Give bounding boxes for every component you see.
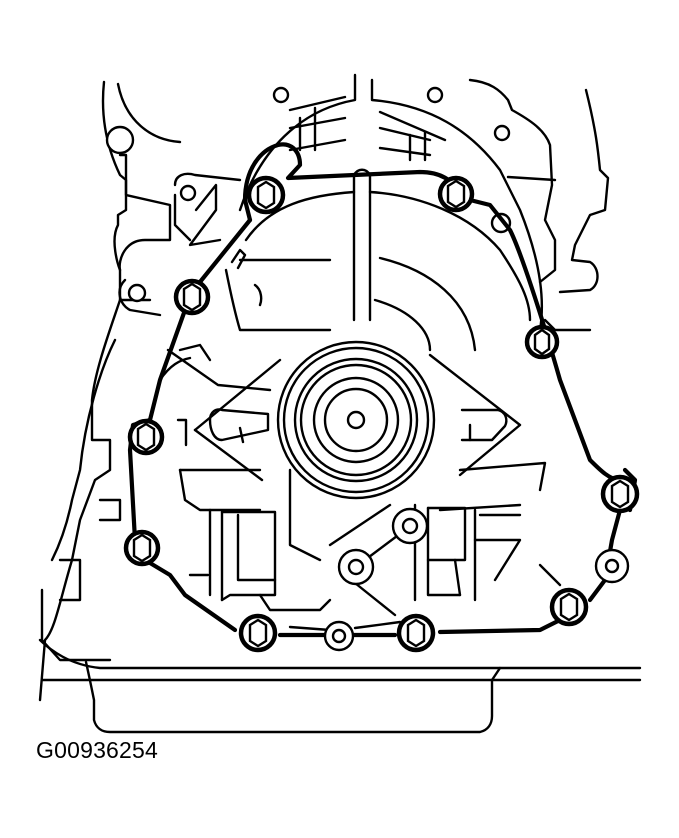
upper-housing <box>224 73 610 352</box>
engine-block-outline <box>38 80 642 734</box>
bolt-icon <box>127 418 165 456</box>
bolt-icon <box>600 474 640 514</box>
highlighted-bolts <box>123 175 640 653</box>
bolt-icon <box>173 278 211 316</box>
bolt-icon <box>246 175 286 215</box>
bolt-icon <box>396 613 436 653</box>
bolt-icon <box>549 587 589 627</box>
bolt-icon <box>437 175 475 213</box>
mounting-bosses <box>323 507 630 652</box>
bolt-icon <box>123 529 161 567</box>
crankshaft-pulley <box>276 340 436 500</box>
cover-details <box>158 343 562 632</box>
cover-gasket-outline <box>127 142 638 638</box>
bolt-icon <box>524 324 560 360</box>
bolt-icon <box>238 613 278 653</box>
figure-id-label: G00936254 <box>36 737 159 763</box>
left-fins <box>173 172 242 247</box>
